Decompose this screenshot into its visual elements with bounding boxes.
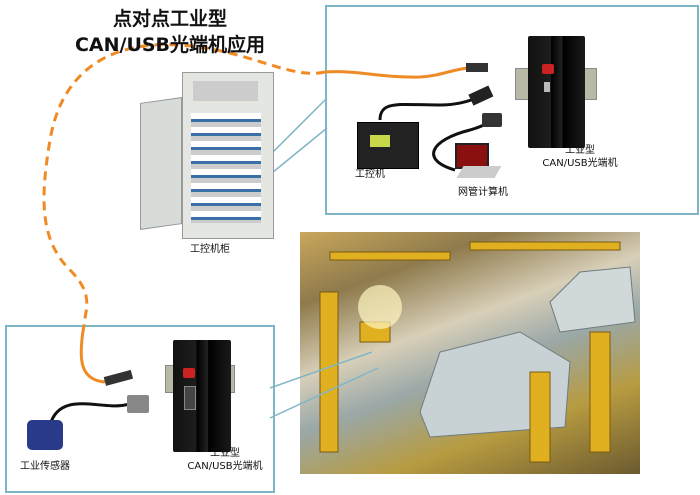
top-detail-box — [325, 5, 699, 215]
fiber-connector-bottom — [103, 369, 134, 386]
converter-bottom-label-1: 工业型 — [210, 448, 240, 459]
sensor-label: 工业传感器 — [20, 461, 70, 472]
converter-top-label: 工业型 CAN/USB光端机 — [535, 144, 625, 170]
fiber-port-icon — [542, 64, 554, 74]
converter-top-label-1: 工业型 — [565, 145, 595, 156]
diagram-title: 点对点工业型 CAN/USB光端机应用 — [60, 6, 280, 58]
fiber-top — [324, 66, 469, 79]
car-assembly-illustration — [319, 241, 636, 463]
laptop-base — [456, 166, 502, 178]
management-pc-label: 网管计算机 — [458, 187, 508, 198]
db9-connector-top — [482, 113, 502, 127]
cabinet-body — [182, 72, 274, 239]
cabinet-door — [140, 97, 182, 230]
fiber-dashed-path — [42, 43, 326, 326]
converter-device-bottom — [173, 340, 231, 452]
converter-top-label-2: CAN/USB光端机 — [542, 158, 618, 169]
control-cabinet — [140, 72, 275, 240]
converter-bottom-label: 工业型 CAN/USB光端机 — [180, 447, 270, 473]
usb-cable — [378, 96, 479, 121]
fiber-connector-top — [466, 63, 488, 72]
industrial-pc-label: 工控机 — [355, 169, 385, 180]
usb-connector — [468, 85, 494, 106]
fiber-port-icon — [183, 368, 195, 378]
factory-photo — [300, 232, 640, 474]
converter-device-top — [528, 36, 585, 148]
converter-bottom-label-2: CAN/USB光端机 — [187, 461, 263, 472]
fiber-bottom — [79, 324, 106, 384]
laptop-screen — [455, 143, 489, 169]
bottom-callout-pointer — [269, 351, 379, 419]
db9-port-icon — [184, 386, 196, 410]
industrial-pc — [357, 122, 419, 169]
industrial-sensor — [27, 420, 63, 450]
db9-connector-bottom — [127, 395, 149, 413]
usb-port-icon — [544, 82, 550, 92]
title-line-2: CAN/USB光端机应用 — [74, 34, 266, 56]
cabinet-label: 工控机柜 — [190, 244, 230, 255]
title-line-1: 点对点工业型 — [112, 8, 227, 30]
